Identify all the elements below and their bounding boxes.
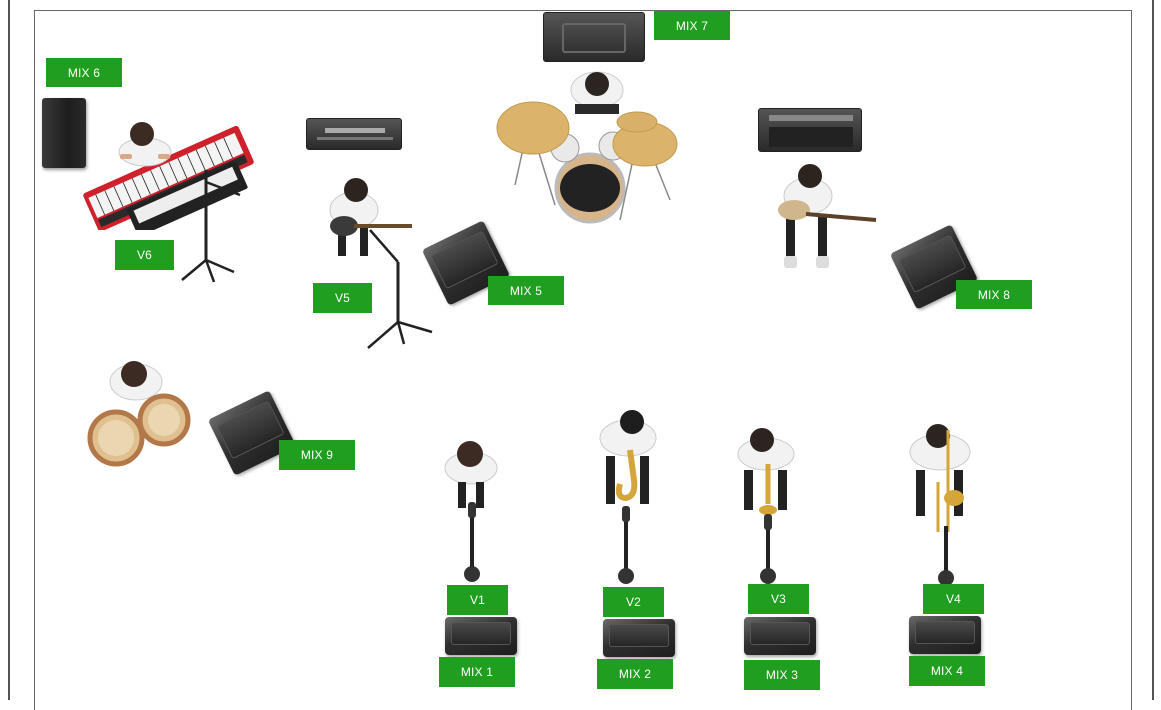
page-edge-right: [1152, 0, 1154, 700]
label-v3: V3: [748, 584, 809, 614]
trombonist-figure: [909, 424, 971, 586]
monitor-wedge-mix-3: [744, 617, 816, 655]
keyboard-icon: [83, 125, 254, 230]
label-mix-1: MIX 1: [439, 657, 515, 687]
vocalist-figure: [444, 441, 498, 582]
label-mix-6: MIX 6: [46, 58, 122, 87]
guitarist-figure: [329, 178, 412, 256]
label-v5: V5: [313, 283, 372, 313]
mic-stand-icon: [181, 170, 241, 283]
label-v4: V4: [923, 584, 984, 614]
monitor-wedge-mix-4: [909, 616, 981, 654]
label-mix-7: MIX 7: [654, 11, 730, 40]
label-v1: V1: [447, 585, 508, 615]
saxophonist-figure: [599, 410, 657, 584]
monitor-wedge-mix-1: [445, 617, 517, 655]
bassist-figure: [778, 164, 877, 268]
monitor-wedge-mix-2: [603, 619, 675, 657]
label-mix-9: MIX 9: [279, 440, 355, 470]
label-mix-8: MIX 8: [956, 280, 1032, 309]
keyboardist-figure: [118, 122, 172, 167]
label-mix-2: MIX 2: [597, 659, 673, 689]
trumpeter-figure: [737, 428, 795, 584]
label-mix-5: MIX 5: [488, 276, 564, 305]
label-mix-3: MIX 3: [744, 660, 820, 690]
label-mix-4: MIX 4: [909, 656, 985, 686]
mic-stand-icon: [367, 229, 433, 349]
amplifier-icon: [306, 118, 402, 150]
label-v2: V2: [603, 587, 664, 617]
speaker-cabinet-icon: [543, 12, 645, 62]
conga-icon: [87, 361, 191, 467]
page-edge-left: [8, 0, 10, 700]
speaker-cabinet-icon: [42, 98, 86, 168]
amplifier-icon: [758, 108, 862, 152]
label-v6: V6: [115, 240, 174, 270]
drum-kit-icon: [496, 71, 678, 224]
